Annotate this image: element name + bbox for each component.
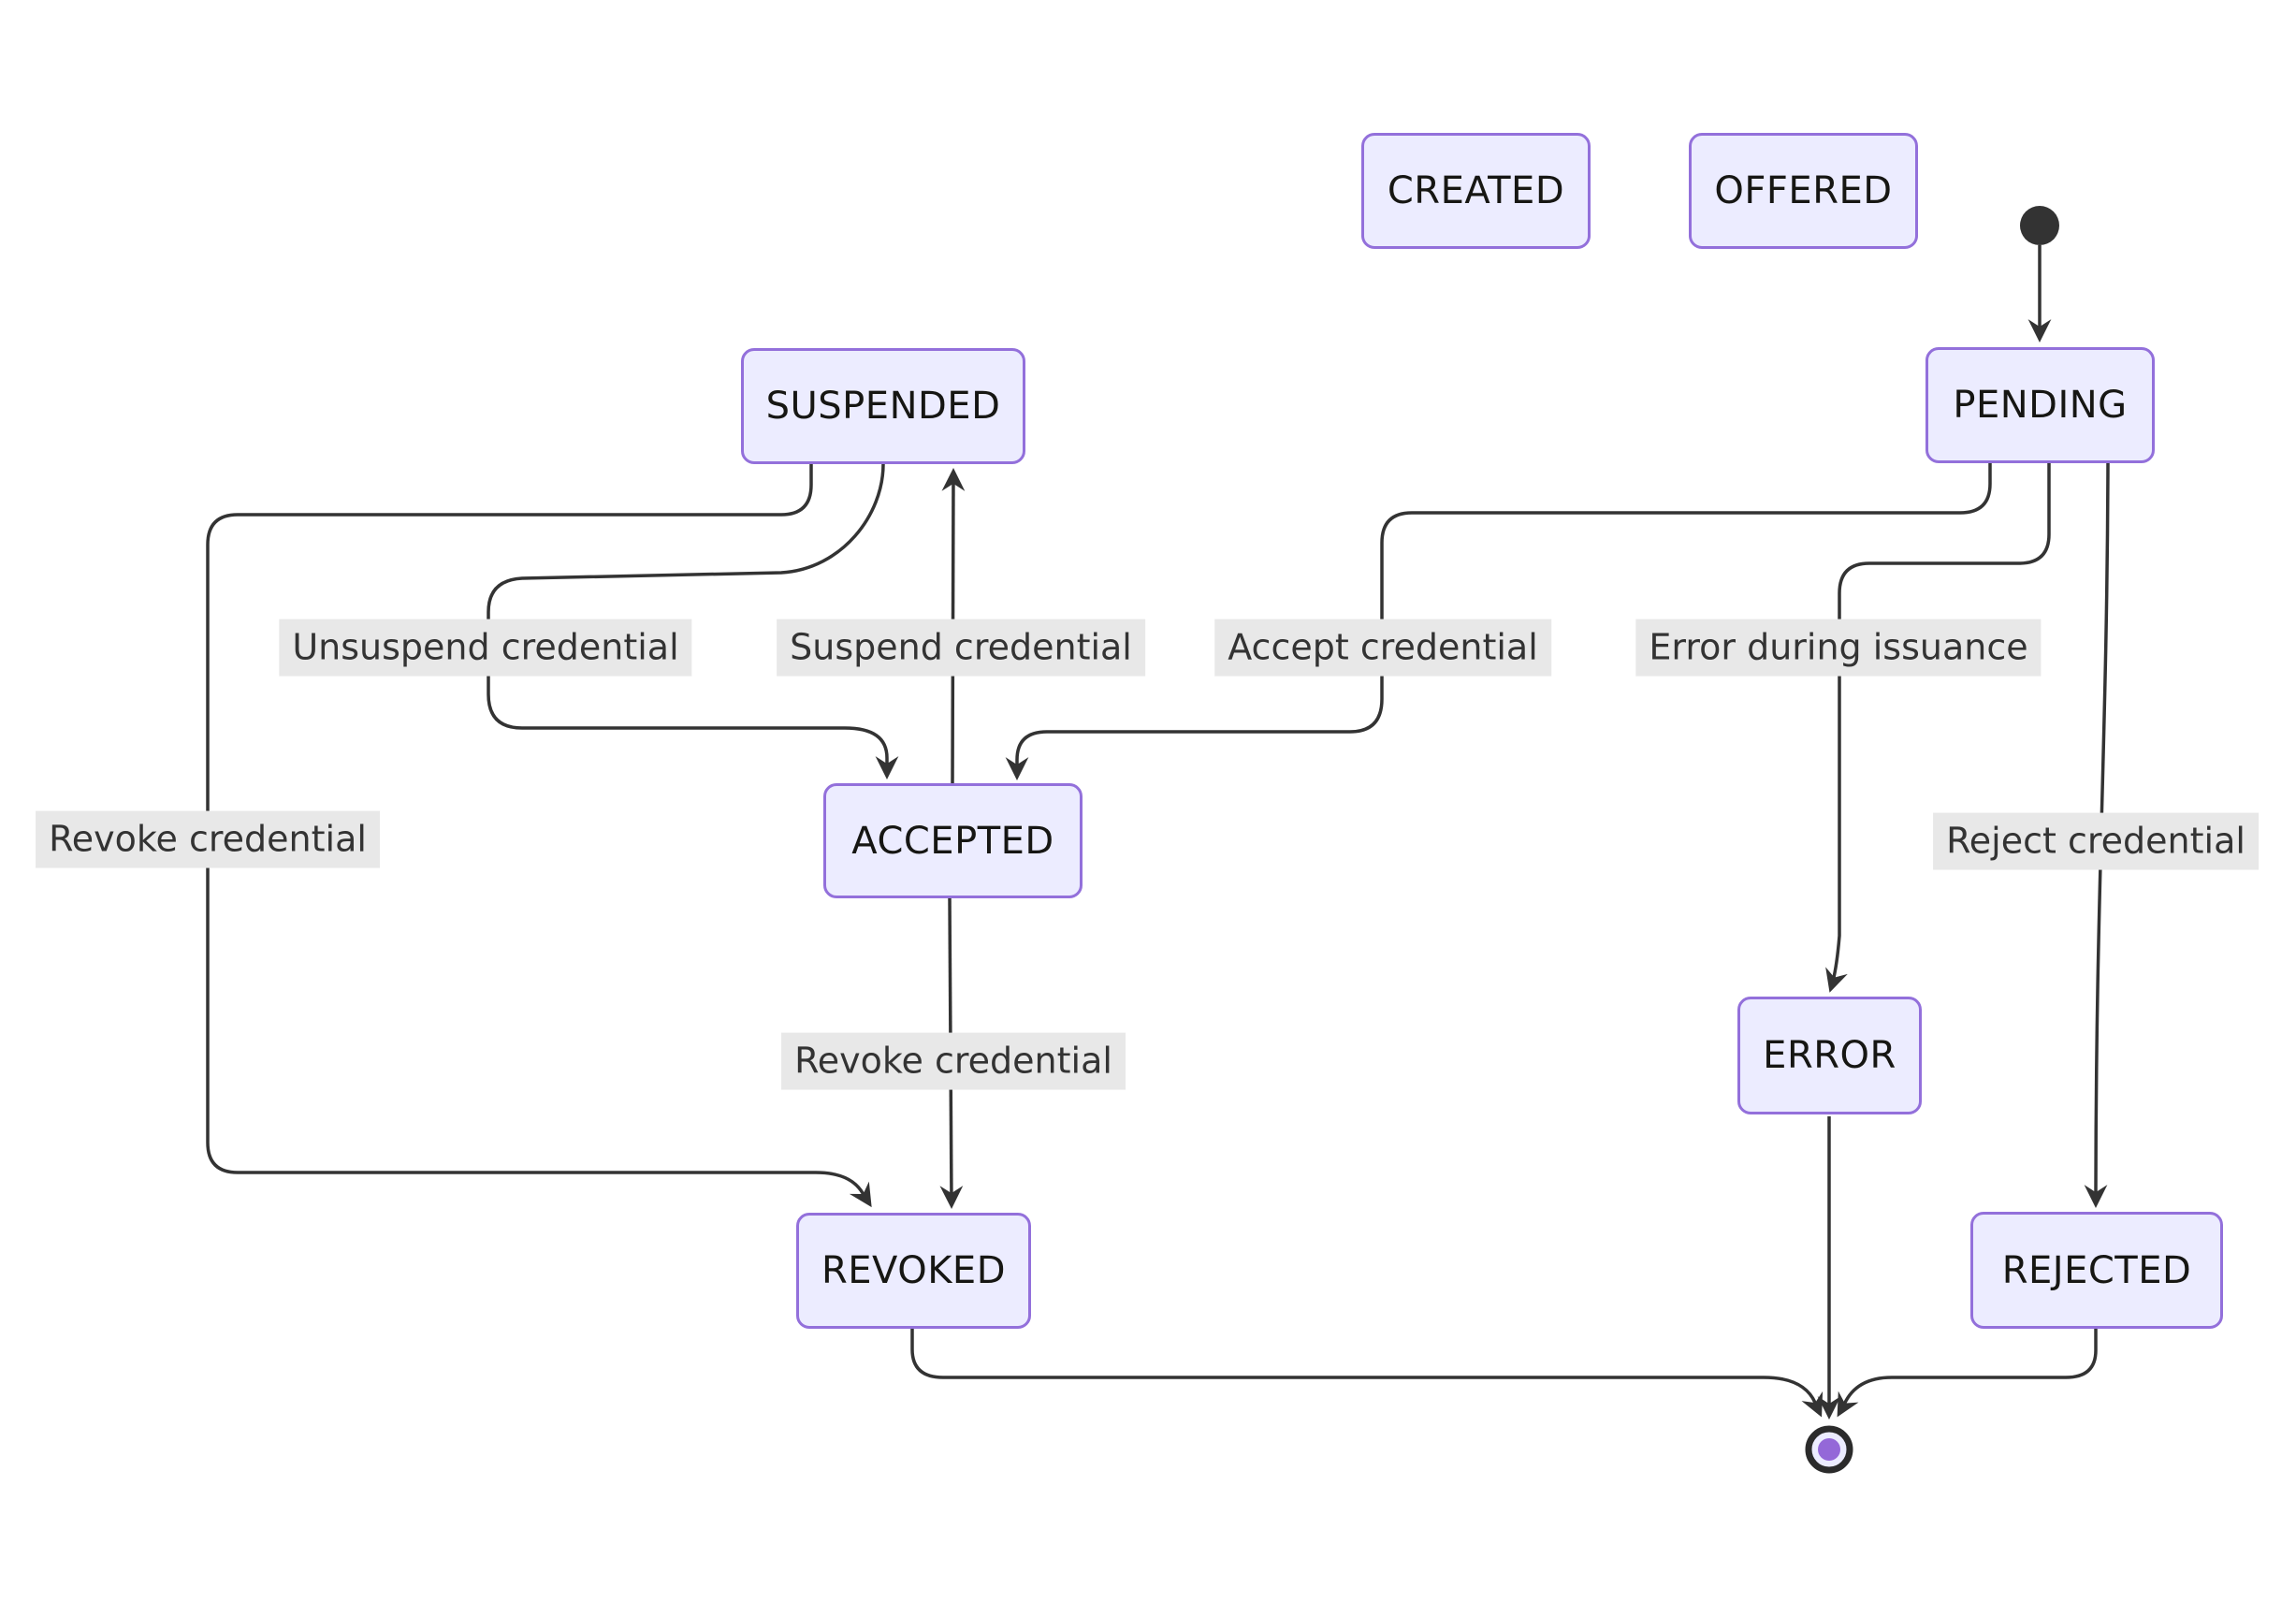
label-revoke-credential-center: Revoke credential bbox=[781, 1032, 1126, 1090]
state-accepted: ACCEPTED bbox=[823, 783, 1083, 898]
final-state-marker bbox=[1805, 1425, 1853, 1474]
edge-revoked-final bbox=[910, 1329, 1824, 1418]
state-created: CREATED bbox=[1361, 133, 1591, 249]
label-error-during-issuance: Error during issuance bbox=[1635, 619, 2042, 677]
label-reject-credential: Reject credential bbox=[1933, 812, 2259, 870]
state-suspended: SUSPENDED bbox=[741, 348, 1025, 464]
label-suspend-credential: Suspend credential bbox=[777, 619, 1145, 677]
state-offered: OFFERED bbox=[1689, 133, 1918, 249]
state-error: ERROR bbox=[1737, 997, 1922, 1114]
edge-pending-error bbox=[1825, 463, 2051, 993]
edge-suspended-accepted bbox=[487, 463, 899, 779]
state-rejected: REJECTED bbox=[1970, 1212, 2223, 1329]
state-pending: PENDING bbox=[1925, 347, 2155, 463]
label-unsuspend-credential: Unsuspend credential bbox=[279, 619, 692, 677]
initial-state-dot bbox=[2020, 206, 2059, 245]
label-revoke-credential-left: Revoke credential bbox=[36, 810, 380, 868]
label-accept-credential: Accept credential bbox=[1214, 619, 1551, 677]
edge-rejected-final bbox=[1837, 1329, 2098, 1418]
state-revoked: REVOKED bbox=[796, 1213, 1031, 1329]
